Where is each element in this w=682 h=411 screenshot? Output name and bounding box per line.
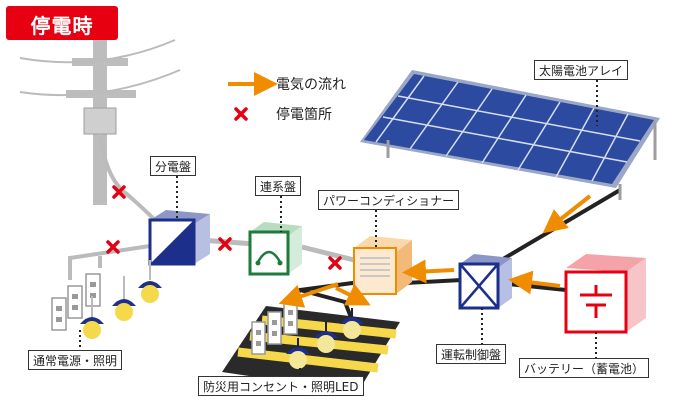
- power-conditioner: [353, 236, 412, 295]
- flow-arrows: [278, 194, 592, 308]
- label-battery: バッテリー（蓄電池）: [519, 358, 650, 378]
- cross-mark-icon: [106, 240, 120, 254]
- solar-array: [360, 70, 660, 200]
- label-power-conditioner: パワーコンディショナー: [318, 190, 460, 210]
- distribution-board: [148, 210, 210, 266]
- label-normal-loads: 通常電源・照明: [28, 350, 123, 370]
- battery: [564, 254, 646, 334]
- cross-mark-icon: [112, 185, 126, 199]
- title-text: 停電時: [30, 14, 94, 38]
- leader-lines: [79, 80, 598, 378]
- normal-loads: [51, 260, 162, 339]
- legend-flow-label: 電気の流れ: [276, 77, 346, 93]
- operation-control-panel: [458, 254, 512, 310]
- legend-icons: [228, 72, 278, 121]
- label-operation-control-panel: 運転制御盤: [436, 344, 507, 364]
- interconnect-panel: [248, 222, 302, 276]
- label-interconnect-panel: 連系盤: [255, 176, 302, 196]
- label-emergency-loads: 防災用コンセント・照明LED: [198, 376, 364, 396]
- legend-outage-label: 停電箇所: [276, 107, 332, 123]
- cross-mark-icon: [234, 107, 248, 121]
- outage-marks: [106, 185, 342, 270]
- label-distribution-board: 分電盤: [150, 156, 197, 176]
- utility-pole: [19, 20, 181, 227]
- cross-mark-icon: [218, 237, 232, 251]
- label-solar-array: 太陽電池アレイ: [534, 60, 629, 80]
- emergency-loads: [222, 301, 400, 392]
- title-badge: 停電時: [6, 6, 118, 40]
- cross-mark-icon: [328, 256, 342, 270]
- battery-icon: [580, 285, 612, 318]
